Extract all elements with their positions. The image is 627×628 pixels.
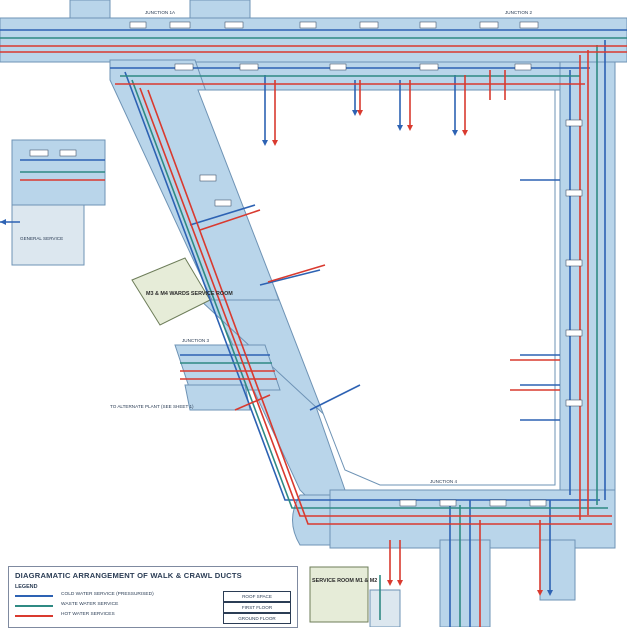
general-service-label: GENERAL SERVICE <box>20 236 63 241</box>
service-room-a-label: M3 & M4 WARDS SERVICE ROOM <box>146 291 233 297</box>
junction-left-label: JUNCTION 3 <box>182 338 209 343</box>
floor-ground: GROUND FLOOR <box>223 613 291 624</box>
floor-roof-space: ROOF SPACE <box>223 591 291 602</box>
junction-top-label: JUNCTION 1A <box>145 10 176 15</box>
legend-item-hot: HOT WATER SERVICES <box>15 612 215 620</box>
general-service-room <box>11 204 85 266</box>
valve-tags <box>29 21 583 507</box>
legend-label-cold: COLD WATER SERVICE (PRESSURISED) <box>61 592 154 597</box>
legend: DIAGRAMATIC ARRANGEMENT OF WALK & CRAWL … <box>8 566 298 628</box>
waste-water-pipes <box>0 37 627 627</box>
legend-item-cold: COLD WATER SERVICE (PRESSURISED) <box>15 592 215 600</box>
duct-left-mid <box>174 344 281 391</box>
duct-bottom <box>329 489 616 549</box>
legend-label-waste: WASTE WATER SERVICE <box>61 602 119 607</box>
legend-item-waste: WASTE WATER SERVICE <box>15 602 215 610</box>
hot-water-pipes <box>0 45 627 627</box>
service-room-b-label: SERVICE ROOM M1 & M2 <box>312 578 377 584</box>
cross-ref-label: TO ALTERNATE PLANT (SEE SHEET 1) <box>110 404 194 409</box>
courtyard <box>197 89 556 486</box>
legend-swatch-hot <box>15 615 53 617</box>
service-room-b <box>309 566 369 623</box>
legend-swatch-waste <box>15 605 53 607</box>
legend-heading: LEGEND <box>15 584 38 590</box>
duct-bottom-cap <box>292 494 331 546</box>
duct-top-stub <box>69 0 111 19</box>
duct-top <box>0 17 627 63</box>
legend-label-hot: HOT WATER SERVICES <box>61 612 115 617</box>
junction-right-label: JUNCTION 2 <box>505 10 532 15</box>
duct-bottom-drop <box>439 539 491 627</box>
floor-first: FIRST FLOOR <box>223 602 291 613</box>
service-room-c <box>369 589 401 627</box>
outlet-arrows <box>0 110 553 596</box>
legend-title: DIAGRAMATIC ARRANGEMENT OF WALK & CRAWL … <box>15 571 242 580</box>
duct-bottom-drop-2 <box>539 539 576 601</box>
junction-bottom-label: JUNCTION 4 <box>430 479 457 484</box>
legend-swatch-cold <box>15 595 53 597</box>
duct-left-lower <box>184 384 251 411</box>
duct-top-stub-2 <box>189 0 251 19</box>
